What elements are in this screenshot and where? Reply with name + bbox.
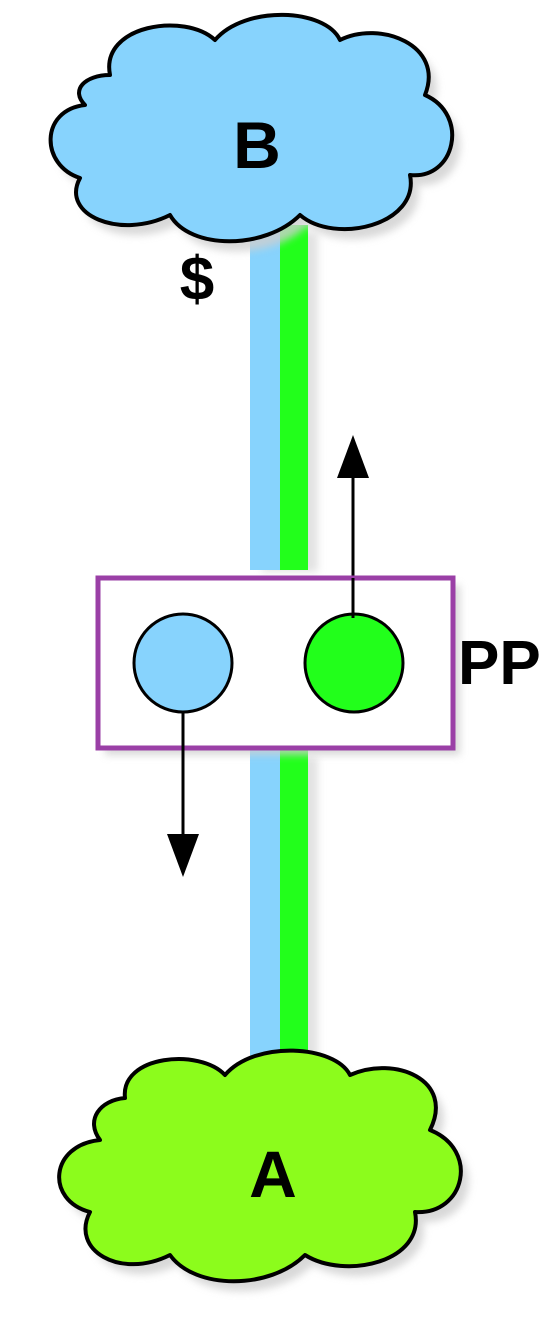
upper-pipe <box>250 225 318 572</box>
pp-green-circle <box>303 612 405 714</box>
upper-pipe-green <box>280 225 308 570</box>
bottom-cloud-shape <box>57 1048 463 1284</box>
bottom-cloud: A <box>57 1048 469 1292</box>
bottom-cloud-label: A <box>249 1137 297 1211</box>
pp-box <box>95 575 460 755</box>
lower-pipe-blue <box>250 750 280 1075</box>
top-cloud: B <box>48 12 461 252</box>
pp-label: PP <box>458 629 541 698</box>
lower-pipe <box>250 750 318 1077</box>
pp-blue-circle <box>132 612 234 714</box>
top-cloud-shape <box>48 12 455 244</box>
upper-pipe-blue <box>250 225 280 570</box>
lower-pipe-green <box>280 750 308 1075</box>
top-cloud-label: B <box>233 108 281 182</box>
currency-label: $ <box>180 245 214 314</box>
arrow-down-icon <box>167 712 199 877</box>
